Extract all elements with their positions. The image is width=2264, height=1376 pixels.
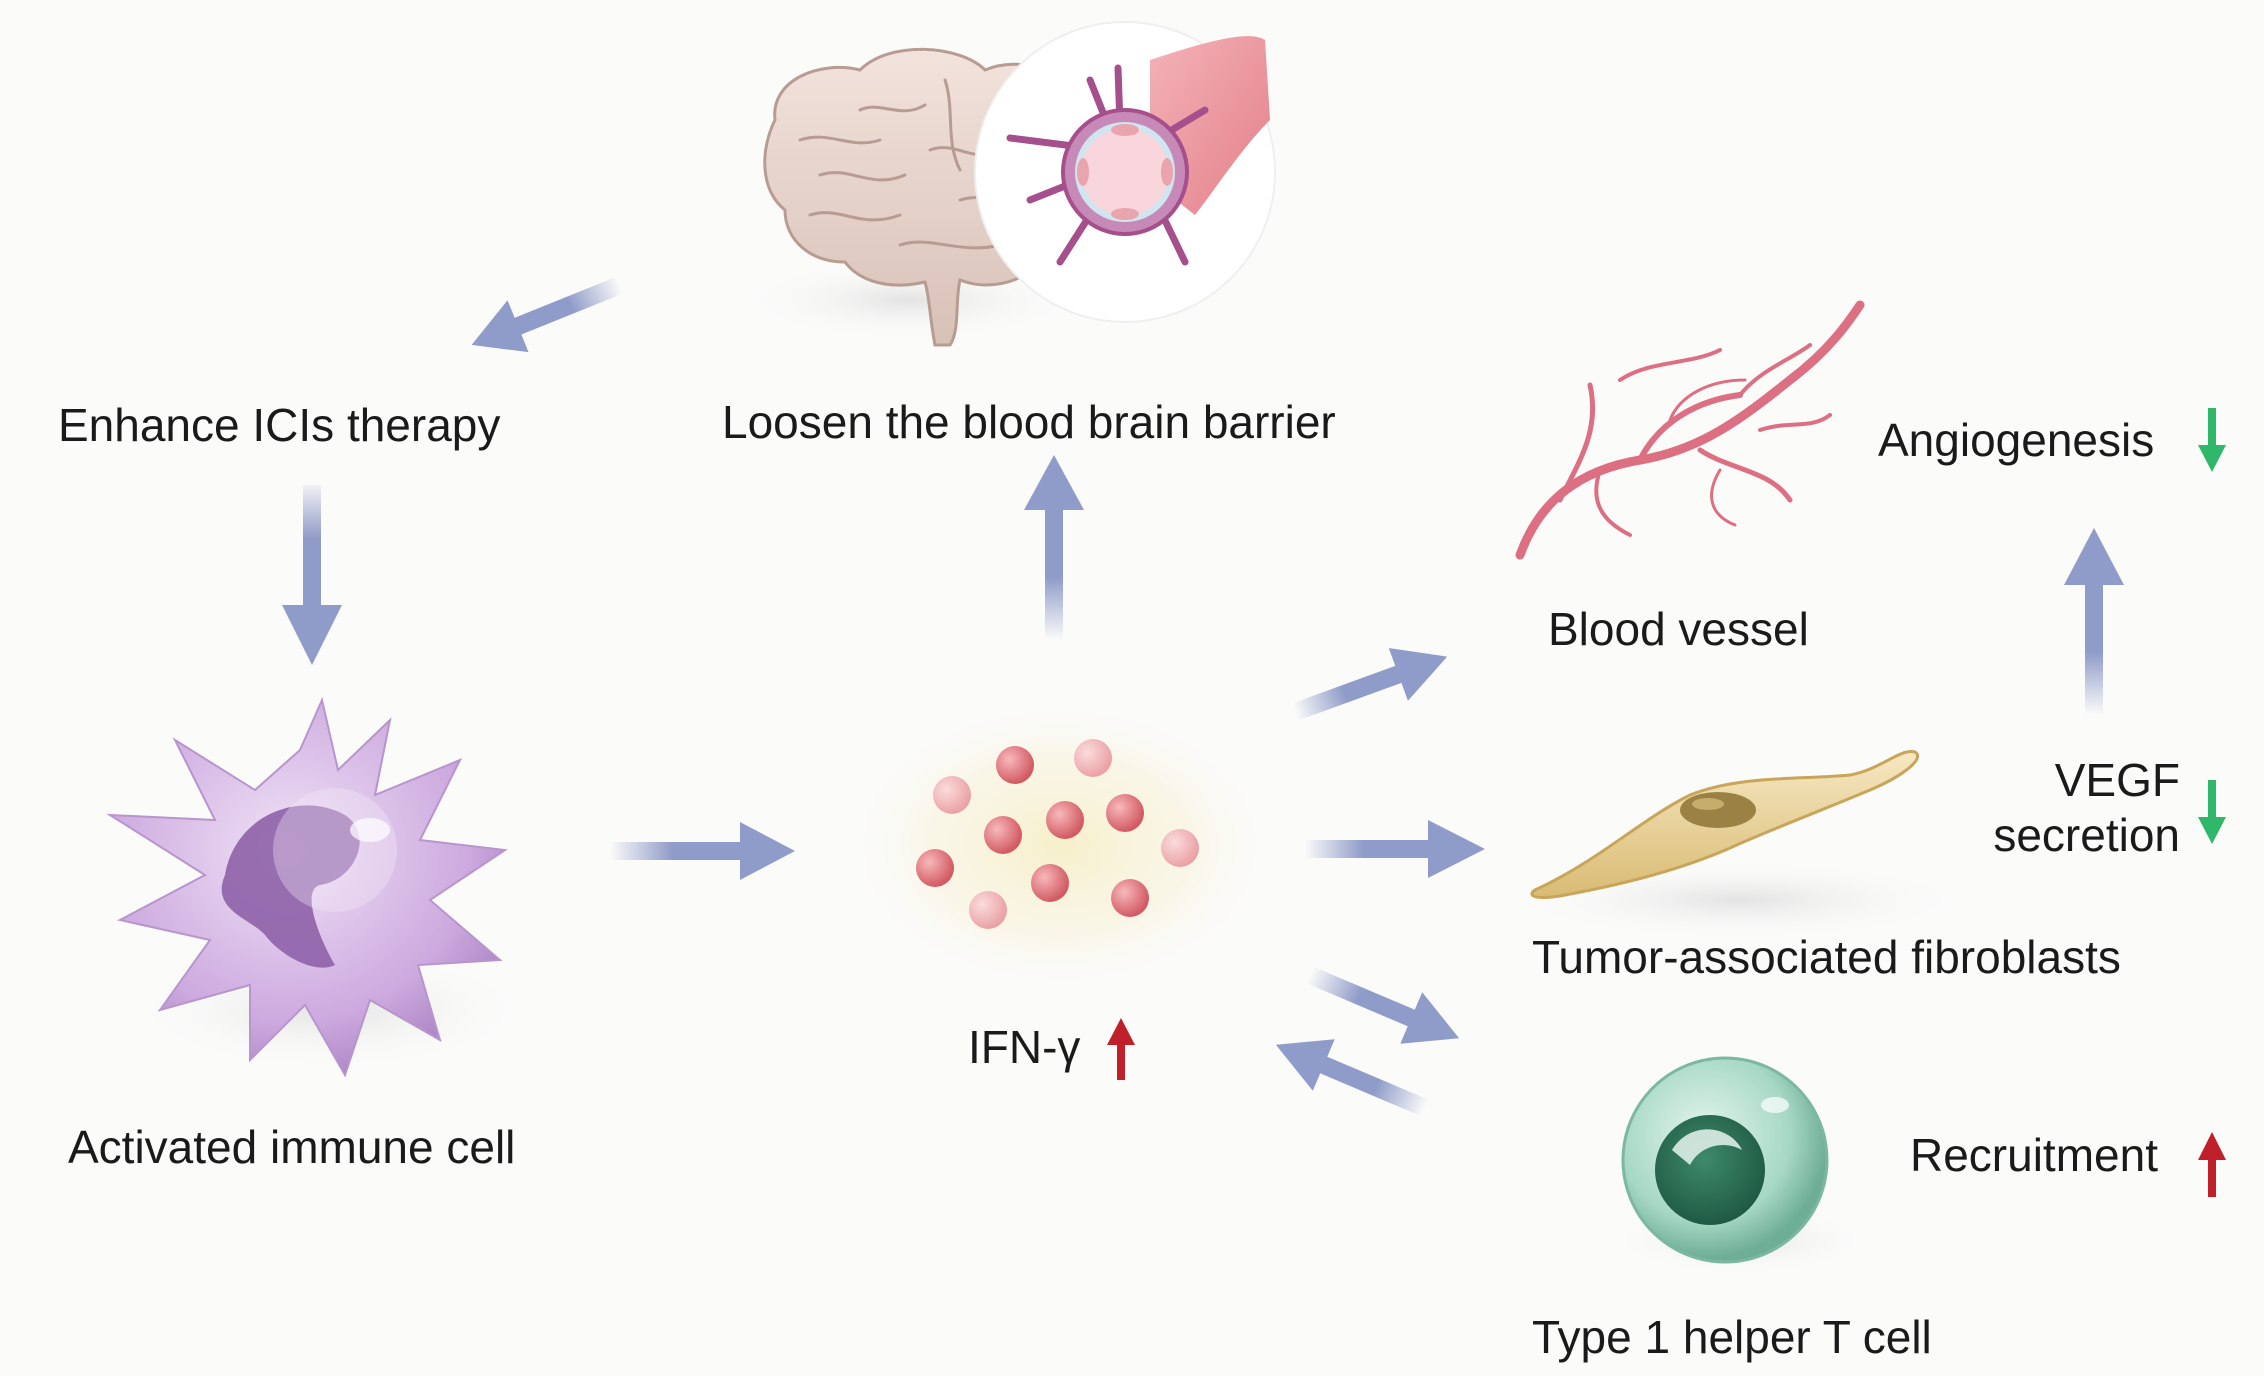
arrow-icis-to-immune-cell — [282, 485, 342, 665]
recruitment-up-indicator — [2198, 1132, 2226, 1197]
activated-immune-cell-label: Activated immune cell — [68, 1121, 516, 1173]
ifn-gamma-cloud — [840, 695, 1280, 995]
angiogenesis-down-indicator — [2198, 408, 2226, 472]
bbb-inset — [974, 21, 1276, 323]
blood-vessel-illustration — [1515, 300, 1865, 560]
ifn-gamma-label: IFN-γ — [968, 1021, 1081, 1073]
th1-cell-illustration — [1610, 1056, 1870, 1275]
loosen-bbb-label: Loosen the blood brain barrier — [722, 396, 1336, 448]
arrow-bbb-to-icis — [471, 276, 624, 353]
activated-immune-cell-illustration — [106, 696, 530, 1078]
angiogenesis-label: Angiogenesis — [1878, 414, 2155, 466]
fibroblast-illustration — [1510, 750, 1970, 940]
vegf-secretion-label: VEGF secretion — [1930, 753, 2180, 863]
arrow-immune-cell-to-ifn — [610, 822, 795, 880]
blood-vessel-label: Blood vessel — [1548, 603, 1809, 655]
arrow-ifn-to-bbb — [1024, 455, 1084, 640]
vegf-label-line1: VEGF — [2054, 754, 2180, 806]
vegf-label-line2: secretion — [1993, 809, 2180, 862]
fibroblasts-label: Tumor-associated fibroblasts — [1532, 931, 2121, 983]
arrow-vegf-to-angiogenesis — [2064, 528, 2124, 715]
ifn-up-indicator — [1107, 1018, 1135, 1080]
flow-arrows — [282, 276, 2124, 1117]
enhance-icis-label: Enhance ICIs therapy — [58, 399, 501, 451]
arrow-ifn-to-vessel — [1291, 648, 1448, 721]
arrow-ifn-to-tcell — [1306, 966, 1460, 1044]
arrow-ifn-to-fibroblast — [1305, 820, 1485, 878]
vegf-down-indicator — [2198, 780, 2226, 844]
th1-cell-label: Type 1 helper T cell — [1532, 1311, 1932, 1363]
arrow-tcell-to-ifn — [1275, 1039, 1429, 1117]
recruitment-label: Recruitment — [1910, 1129, 2158, 1181]
